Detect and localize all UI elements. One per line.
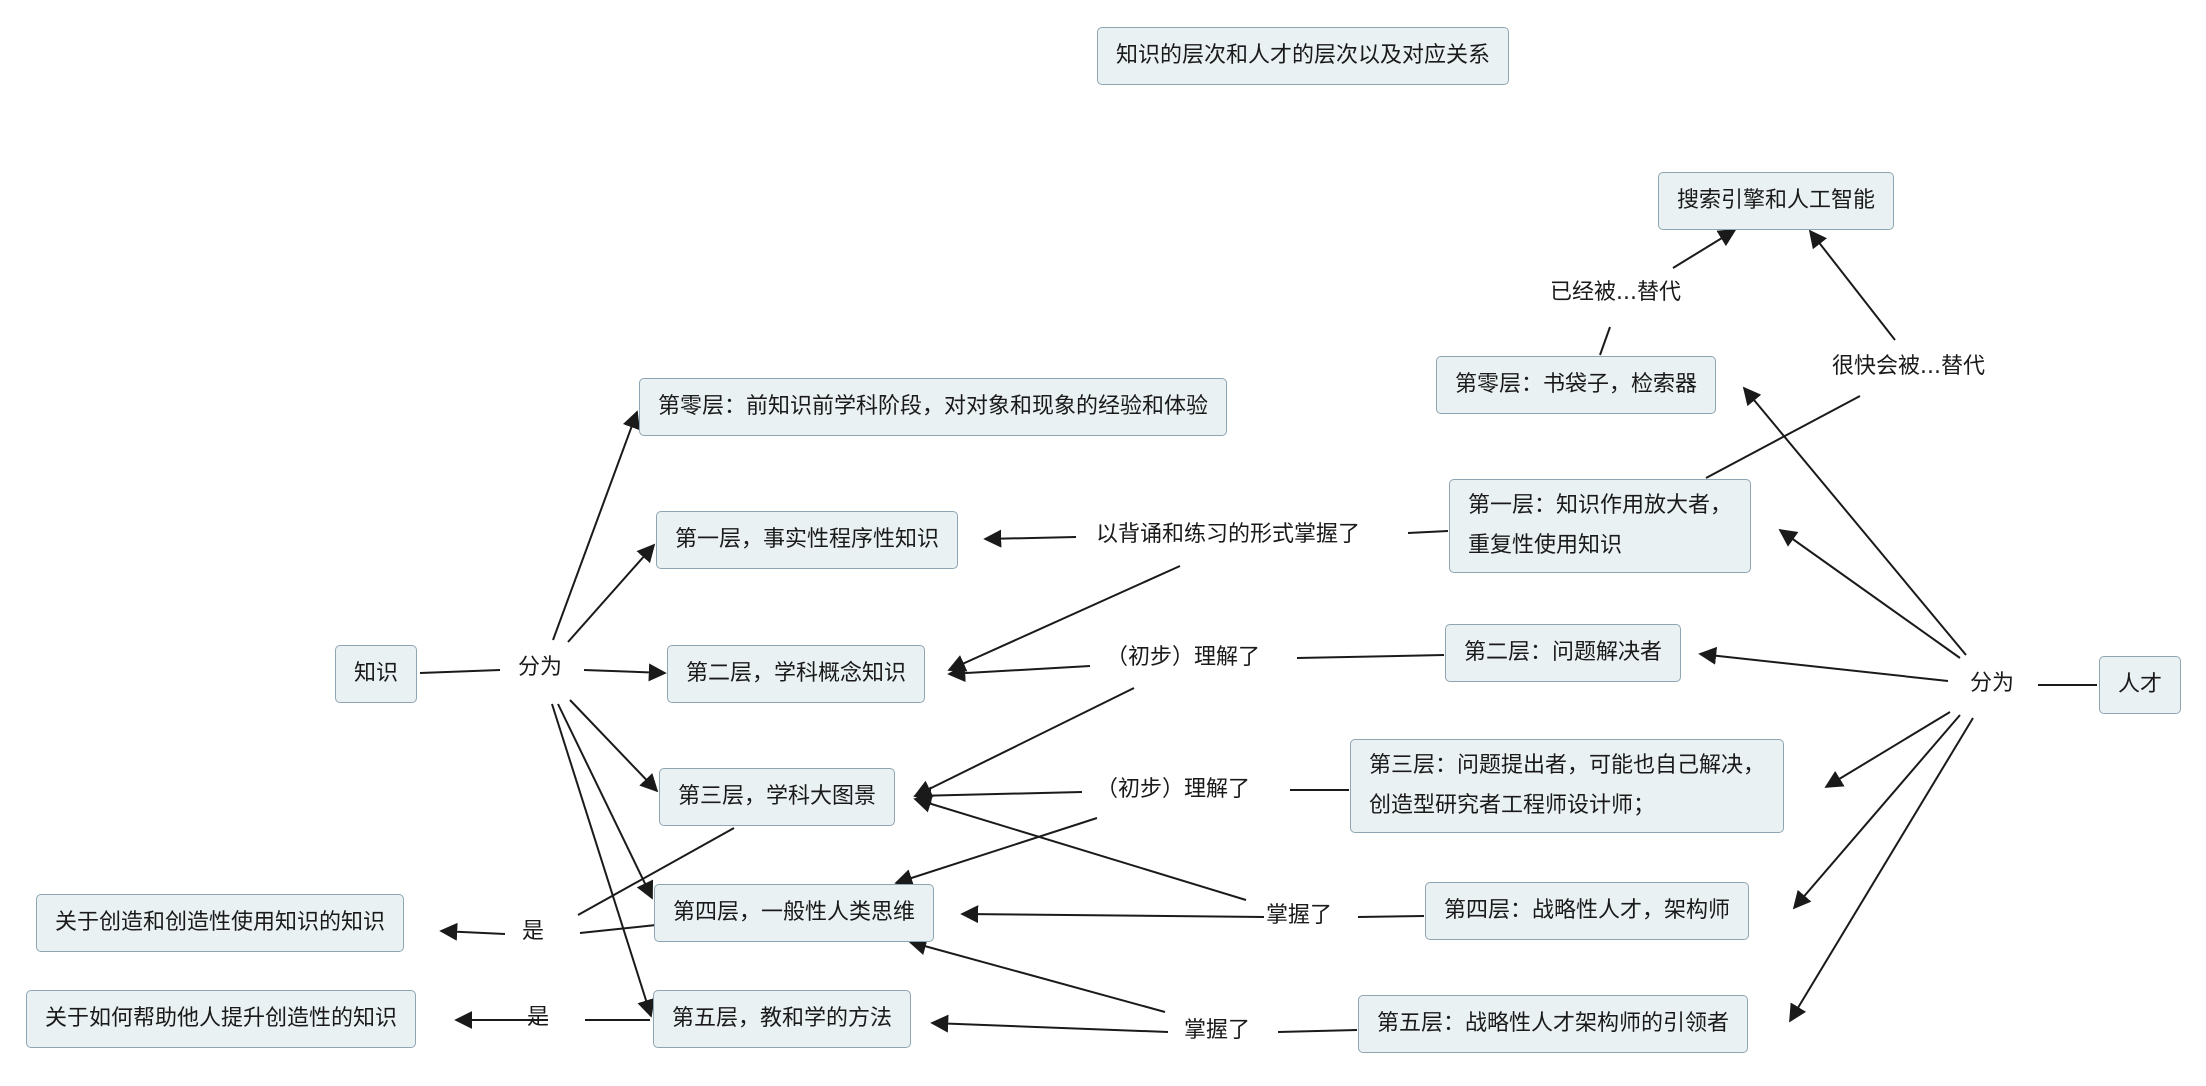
edge-k3-is-a [577,827,735,916]
edge-split-k4 [557,703,654,900]
edge-understand-b-k4 [894,817,1098,887]
link-understand-b: （初步）理解了 [1096,777,1251,802]
link-split-talent: 分为 [1970,671,2015,696]
edge-master-b-k4 [908,937,1166,1013]
edge-memorize-k1 [983,529,1077,548]
node-k2[interactable]: 第二层，学科概念知识 [667,645,926,703]
link-split-knowledge: 分为 [518,655,563,680]
link-soon-replaced: 很快会被...替代 [1832,354,1985,379]
edge-master-b-k5 [930,1014,1169,1033]
edge-split-k5 [551,703,655,1018]
edge-understand-b-k3 [913,786,1083,805]
node-talent[interactable]: 人才 [2099,656,2182,714]
link-master-a: 掌握了 [1266,903,1333,928]
node-t1-line1: 第一层：知识作用放大者， [1468,493,1733,518]
edge-split-k0 [552,410,640,641]
edge-master-a-k4 [960,905,1265,924]
node-k5[interactable]: 第五层，教和学的方法 [653,990,912,1048]
node-t2[interactable]: 第二层：问题解决者 [1445,624,1682,682]
node-t3-line1: 第三层：问题提出者，可能也自己解决， [1369,753,1766,778]
edge-is-a-creative [439,922,506,941]
edge-understand-a-k2 [947,664,1091,683]
link-is-a: 是 [522,919,545,944]
edge-t0-replaced [1599,326,1611,356]
node-k1[interactable]: 第一层，事实性程序性知识 [656,511,959,569]
node-help-others[interactable]: 关于如何帮助他人提升创造性的知识 [26,990,417,1048]
edge-t1-soon [1705,395,1861,479]
link-understand-a: （初步）理解了 [1106,645,1261,670]
edge-k4-is-a [579,924,657,934]
edge-t5-master-b [1277,1029,1358,1033]
edge-split-t1 [1778,528,1961,659]
edge-split-t3 [1824,711,1951,788]
edge-t4-master-a [1357,915,1425,918]
node-t3-line2: 创造型研究者工程师设计师； [1369,793,1656,818]
node-t1[interactable]: 第一层：知识作用放大者， 重复性使用知识 [1449,479,1752,573]
title-node[interactable]: 知识的层次和人才的层次以及对应关系 [1097,27,1510,85]
node-t5[interactable]: 第五层：战略性人才架构师的引领者 [1358,995,1749,1053]
edge-memorize-k2 [947,565,1181,672]
edge-soon-search [1808,229,1896,341]
edge-split-t4 [1792,714,1961,910]
edge-understand-a-k3 [913,687,1135,797]
node-t4[interactable]: 第四层：战略性人才，架构师 [1425,882,1750,940]
edge-master-a-k3 [913,795,1247,901]
node-search-ai[interactable]: 搜索引擎和人工智能 [1658,172,1895,230]
edge-t1-memorize [1407,530,1449,534]
edge-split-k2 [583,663,667,682]
node-knowledge[interactable]: 知识 [335,645,418,703]
node-k3[interactable]: 第三层，学科大图景 [659,768,896,826]
node-creative[interactable]: 关于创造和创造性使用知识的知识 [36,894,405,952]
link-master-b: 掌握了 [1184,1018,1251,1043]
node-k0[interactable]: 第零层：前知识前学科阶段，对对象和现象的经验和体验 [639,378,1228,436]
edge-t2-understand-a [1296,654,1445,659]
edge-split-t2 [1698,646,1949,682]
edge-split-t0 [1742,386,1967,656]
link-is-b: 是 [527,1005,550,1030]
node-t3[interactable]: 第三层：问题提出者，可能也自己解决， 创造型研究者工程师设计师； [1350,739,1785,833]
edge-split-k3 [569,699,659,793]
edge-knowledge-split [419,669,501,674]
link-replaced: 已经被...替代 [1550,280,1681,305]
edge-split-t5 [1789,717,1974,1023]
node-k4[interactable]: 第四层，一般性人类思维 [654,884,935,942]
node-t0[interactable]: 第零层：书袋子，检索器 [1436,356,1717,414]
edge-split-k1 [567,543,656,643]
node-t1-line2: 重复性使用知识 [1468,533,1623,558]
link-memorize: 以背诵和练习的形式掌握了 [1096,522,1361,547]
edge-replaced-search [1672,229,1737,269]
